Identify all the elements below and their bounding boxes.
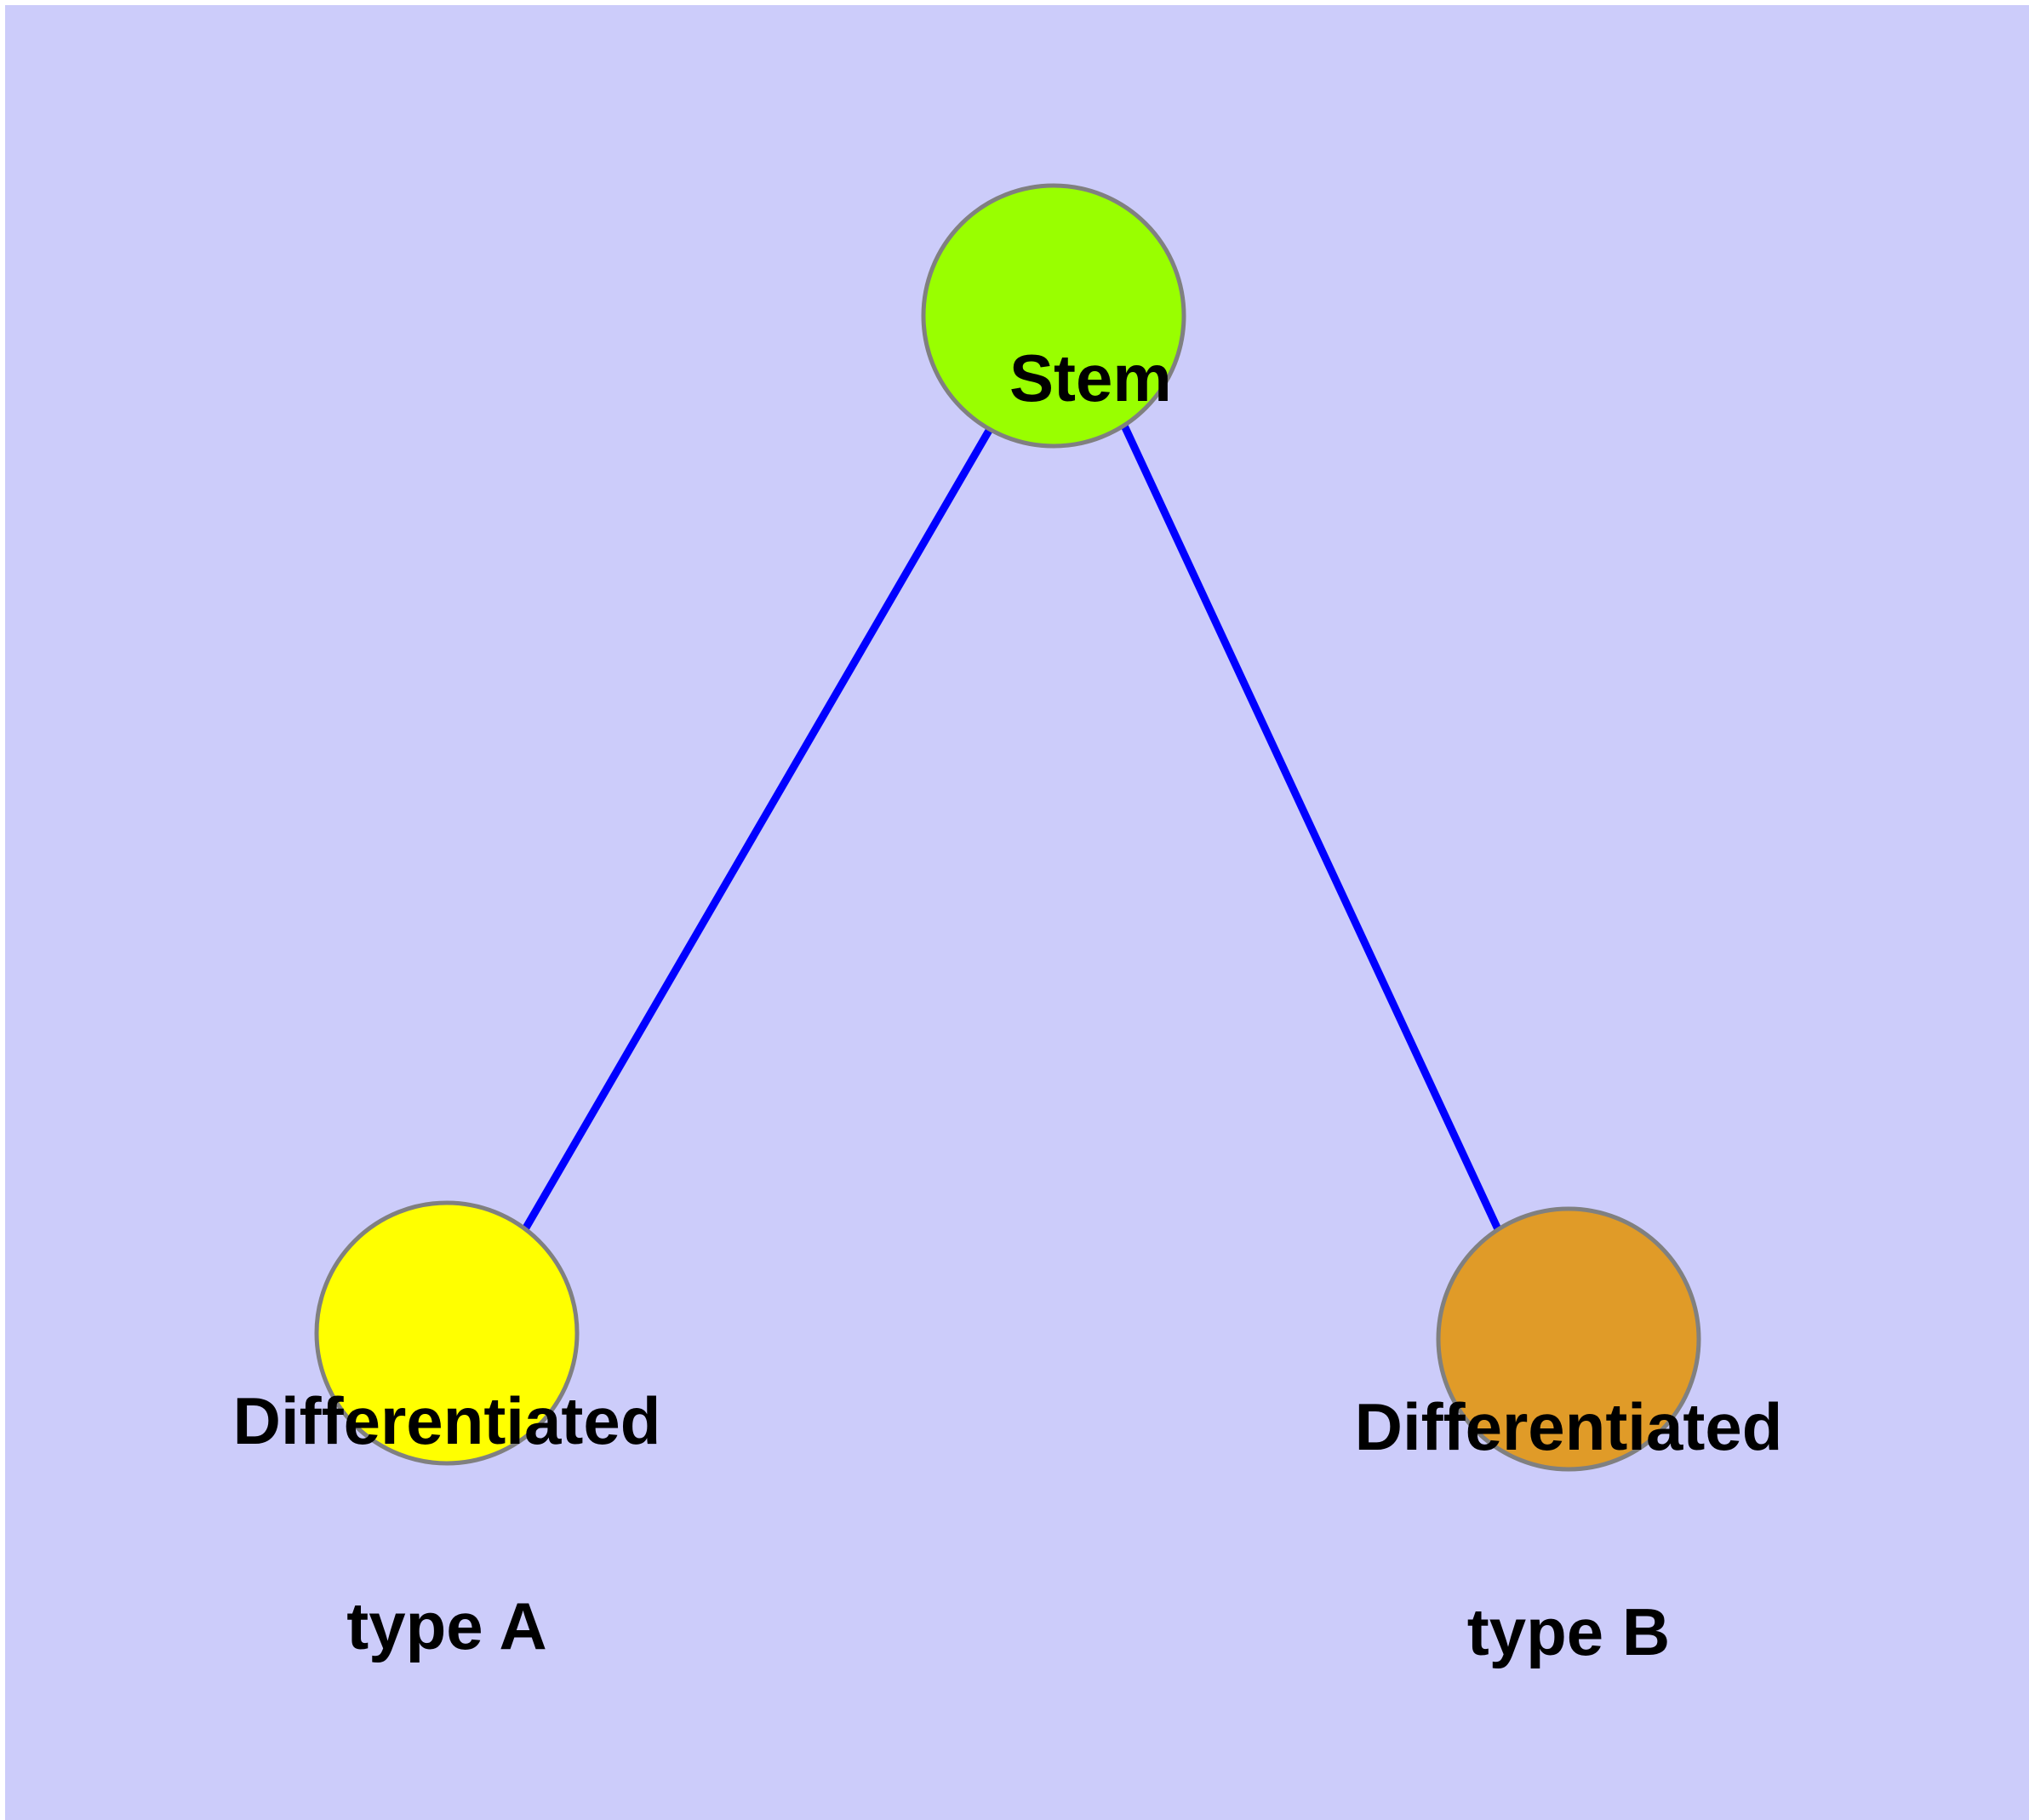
node-diff-b-circle[interactable] (1436, 1206, 1701, 1472)
edge-layer (522, 424, 1502, 1232)
node-diff-a-circle[interactable] (314, 1200, 580, 1466)
node-layer (314, 183, 1701, 1472)
edge-stem-to-diff-b[interactable] (1120, 424, 1502, 1231)
node-stem-circle[interactable] (921, 183, 1186, 449)
edge-stem-to-diff-a[interactable] (522, 426, 993, 1232)
